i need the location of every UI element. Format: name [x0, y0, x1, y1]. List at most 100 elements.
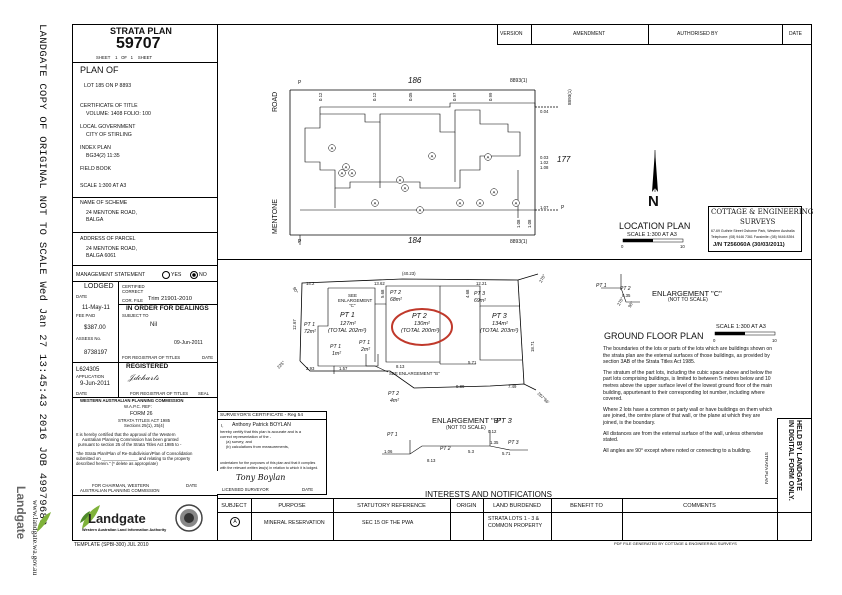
- surveyor-name: Anthony Patrick BOYLAN: [232, 422, 291, 428]
- corr-file-value: Trim 21901-2010: [148, 296, 192, 302]
- enl-b-pt2: PT 2: [440, 446, 451, 452]
- yes-radio: [162, 271, 170, 279]
- svg-text:A: A: [487, 155, 490, 160]
- enl-b-title: ENLARGEMENT "B": [432, 416, 502, 425]
- loc-p-right: P: [561, 205, 565, 211]
- nil-value: Nil: [150, 322, 157, 328]
- parcel-line1: 24 MENTONE ROAD,: [86, 246, 137, 252]
- lg-value: CITY OF STIRLING: [86, 132, 132, 138]
- fieldbook-label: FIELD BOOK: [80, 166, 112, 172]
- int-col-benefit: BENEFIT TO: [570, 503, 603, 509]
- svg-text:A: A: [431, 154, 434, 159]
- amend-col-date: DATE: [789, 31, 802, 37]
- amend-col-version: VERSION: [500, 31, 523, 37]
- loc-off10: 1.08: [527, 219, 532, 228]
- index-value: BG34(2) 11:35: [86, 153, 120, 159]
- location-plan-title: LOCATION PLAN: [619, 221, 691, 231]
- surveyor-l2: correct representation of the -: [220, 434, 272, 439]
- gp-see-c2: ENLARGEMENT: [338, 298, 373, 303]
- plan-of-heading: PLAN OF: [80, 65, 119, 75]
- assess-value: 8738197: [84, 350, 108, 356]
- note-p1: The boundaries of the lots or parts of t…: [603, 346, 773, 366]
- wapc-cert6: described herein." (* delete as appropri…: [76, 461, 158, 466]
- gp-pt2-total: (TOTAL 200m²): [401, 328, 440, 334]
- application-label: APPLICATION: [76, 374, 105, 379]
- footer-template: TEMPLATE (SPBl-300) JUL 2010: [74, 542, 149, 548]
- wapc-cert3: pursuant to section 25 of the Strata Tit…: [78, 442, 182, 447]
- gp-scale-bar: [714, 331, 776, 336]
- loc-p-top: P: [298, 80, 302, 86]
- enl-c-pt1: PT 1: [596, 283, 607, 289]
- gp-pt1-area: 127m²: [340, 321, 356, 327]
- subject-to-label: SUBJECT TO: [122, 313, 149, 318]
- seal-emblem-icon: [175, 504, 203, 532]
- amend-col-authorised: AUTHORISED BY: [677, 31, 718, 37]
- yes-label: YES: [171, 272, 182, 278]
- svg-text:A: A: [399, 178, 402, 183]
- parcel-label: ADDRESS OF PARCEL: [80, 236, 136, 242]
- int-col-subject: SUBJECT: [221, 503, 247, 509]
- fee-label: FEE PAID: [76, 313, 96, 318]
- loc-off2: 0.12: [372, 92, 377, 101]
- enl-b-pt1: PT 1: [387, 432, 398, 438]
- svg-text:A: A: [493, 190, 496, 195]
- gp-d1: (40.23): [402, 271, 416, 276]
- loc-lot-top: 186: [408, 76, 422, 85]
- loc-scale-10: 10: [680, 244, 685, 249]
- lodged-date-label: DATE: [76, 294, 88, 299]
- wapc-title: WESTERN AUSTRALIAN PLANNING COMMISSION: [80, 398, 184, 403]
- fee-value: $387.00: [84, 325, 106, 331]
- enl-b-d6: 5.71: [502, 451, 511, 456]
- gp-pt2-area: 130m²: [414, 321, 430, 327]
- surveyor-i: I,: [221, 423, 224, 428]
- loc-off11: 1.02: [540, 160, 549, 165]
- l-number: L624305: [76, 367, 100, 373]
- wapc-sections: Sections 25(1), 25(4): [124, 423, 165, 428]
- scheme-label: NAME OF SCHEME: [80, 200, 128, 206]
- wapc-form: FORM 26: [130, 411, 153, 417]
- int-row-statutory: SEC 15 OF THE PWA: [362, 520, 414, 526]
- loc-lot-right: 177: [557, 155, 571, 164]
- gp-see-b: SEE ENLARGEMENT "B": [389, 371, 440, 376]
- int-row-land1: STRATA LOTS 1 - 3 &: [488, 516, 540, 522]
- svg-text:A: A: [459, 201, 462, 206]
- lodged-label: LODGED: [84, 283, 114, 290]
- wapc-ref: W.A.P.C. REF:: [124, 404, 152, 409]
- enl-b-d3: 8.13: [427, 458, 436, 463]
- int-col-origin: ORIGIN: [456, 503, 477, 509]
- landgate-logo-icon: [80, 505, 100, 529]
- held-line2: IN DIGITAL FORM ONLY.: [787, 420, 794, 501]
- svg-text:A: A: [374, 201, 377, 206]
- gp-d5: 12.67: [292, 319, 297, 330]
- landgate-logo-sub: Western Australian Land Information Auth…: [82, 528, 167, 532]
- loc-mentone-label: MENTONE: [272, 199, 279, 234]
- wapc-cert4: "the Strata Plan/Plan of Re-Subdivision/…: [76, 451, 193, 456]
- gp-d3: 13.62: [374, 281, 385, 286]
- svg-text:A: A: [404, 186, 407, 191]
- wapc-chairman: FOR CHAIRMAN, WESTERN: [92, 483, 150, 488]
- enl-b-sub: (NOT TO SCALE): [446, 425, 486, 431]
- company-phone: Telephone: (08) 9446 7361 Facsimile: (08…: [711, 235, 795, 239]
- gp-d7: 2.93: [306, 366, 315, 371]
- gp-pt1c-area: 1m²: [332, 351, 341, 357]
- gp-pt2c-area: 4m²: [390, 398, 399, 404]
- margin-watermark: LANDGATE COPY OF ORIGINAL NOT TO SCALE W…: [36, 24, 48, 526]
- loc-ref1: 8893(1): [510, 78, 528, 84]
- loc-off4: 0.97: [452, 92, 457, 101]
- enl-c-pt2: PT 2: [620, 286, 631, 292]
- gp-pt1d: PT 1: [359, 340, 370, 346]
- held-box: [777, 418, 812, 513]
- location-plan-scale: SCALE 1:300 AT A3: [627, 232, 677, 238]
- loc-lot-bottom: 184: [408, 236, 422, 245]
- surveyor-signature: Tony Boylan: [236, 473, 286, 482]
- strata-plan-title: STRATA PLAN: [110, 26, 172, 36]
- gp-pt1b: PT 1: [304, 322, 315, 328]
- subject-a-icon: A: [230, 517, 240, 527]
- loc-off9: 0.03: [540, 155, 549, 160]
- svg-text:A: A: [479, 201, 482, 206]
- cert-value: VOLUME: 1408 FOLIO: 100: [86, 111, 151, 117]
- company-job: J/N T256060A (30/03/2011): [713, 242, 785, 248]
- enl-b-pt3b: PT 3: [508, 440, 519, 446]
- held-strata-plan: STRATA PLAN: [763, 452, 768, 484]
- gp-scale-10: 10: [772, 338, 777, 343]
